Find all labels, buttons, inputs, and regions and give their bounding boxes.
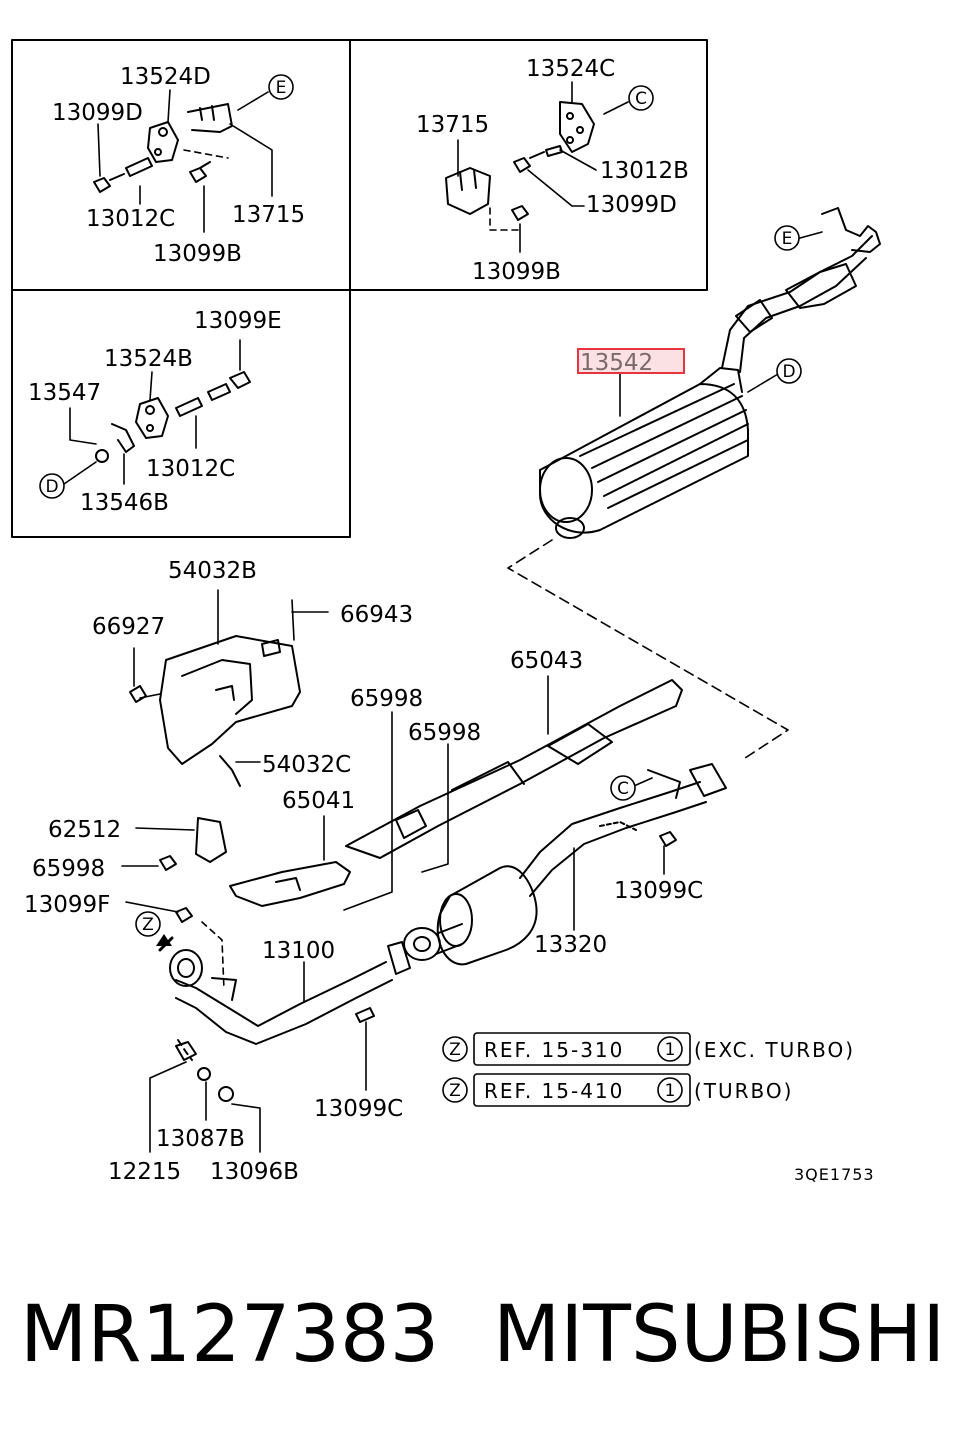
callout-d: D <box>782 362 795 382</box>
ref-boxes <box>473 1032 691 1107</box>
highlight-box <box>577 348 685 374</box>
part-label: 13099C <box>614 878 703 904</box>
part-label: 13715 <box>232 202 305 228</box>
part-label: 13100 <box>262 938 335 964</box>
muffler-leaders <box>507 231 823 761</box>
ref-text: REF. 15-410 <box>484 1079 624 1103</box>
callout-circle-z <box>135 911 161 937</box>
part-label: 66943 <box>340 602 413 628</box>
part-label: 13099E <box>194 308 282 334</box>
inset2-parts <box>445 101 595 221</box>
inset-panel-bottom-left <box>11 289 351 538</box>
part-label: 13715 <box>416 112 489 138</box>
part-label: 65998 <box>350 686 423 712</box>
inset1-parts <box>93 103 233 193</box>
part-label: 13546B <box>80 490 169 516</box>
part-label: 65043 <box>510 648 583 674</box>
ref-box-2 <box>473 1073 691 1107</box>
ref-note: (EXC. TURBO) <box>694 1038 855 1062</box>
part-label: 13547 <box>28 380 101 406</box>
callout-circle-e <box>774 225 800 251</box>
front-pipe-leaders <box>149 936 367 1153</box>
part-label: 13524C <box>526 56 615 82</box>
callout-circle-e <box>268 74 294 100</box>
inset3-parts <box>95 371 251 463</box>
inset3-leaders <box>63 339 241 485</box>
part-label: 13320 <box>534 932 607 958</box>
heat-shield-leaders <box>133 589 329 763</box>
inset2-leaders <box>457 81 629 253</box>
part-label: 13012C <box>146 456 235 482</box>
part-label: 13524D <box>120 64 211 90</box>
part-label: 66927 <box>92 614 165 640</box>
part-label: 13012B <box>600 158 689 184</box>
center-pipe <box>403 763 727 966</box>
rear-muffler <box>539 207 881 539</box>
callout-1: 1 <box>665 1040 676 1060</box>
callout-circle-d <box>39 473 65 499</box>
part-label: 13099B <box>153 241 242 267</box>
callout-z: Z <box>449 1040 461 1060</box>
part-label: 13099D <box>586 192 677 218</box>
part-label: 13099C <box>314 1096 403 1122</box>
callout-z: Z <box>142 915 154 935</box>
front-pipe <box>169 941 411 1102</box>
callout-circle-z <box>442 1077 468 1103</box>
ref-text: REF. 15-310 <box>484 1038 624 1062</box>
part-label: 65998 <box>408 720 481 746</box>
callout-c: C <box>617 779 629 799</box>
callout-d: D <box>45 477 58 497</box>
lower-shield-leaders <box>121 827 225 991</box>
callout-circle-1 <box>657 1036 683 1062</box>
callout-circles <box>39 74 802 1103</box>
diagram-code: 3QE1753 <box>794 1165 875 1184</box>
part-label: 13087B <box>156 1126 245 1152</box>
callout-letters: E C D D E C Z Z Z 1 1 <box>45 78 795 1101</box>
inset-panel-top-right <box>349 39 708 291</box>
exhaust-parts-diagram: E C D D E C Z Z Z 1 1 13524D 13099D 1301… <box>11 39 881 1185</box>
callout-circle-c <box>628 85 654 111</box>
part-label-highlighted: 13542 <box>580 350 653 376</box>
callout-c: C <box>635 89 647 109</box>
part-label: 65998 <box>32 856 105 882</box>
callout-e: E <box>276 78 287 98</box>
footer-caption: MR127383 MITSUBISHI <box>18 1290 948 1400</box>
callout-circle-1 <box>657 1077 683 1103</box>
callout-circle-c <box>610 775 636 801</box>
callout-circle-z <box>442 1036 468 1062</box>
part-label: 65041 <box>282 788 355 814</box>
part-number: MR127383 <box>20 1290 440 1380</box>
center-heat-shield <box>345 679 683 859</box>
part-label: 62512 <box>48 817 121 843</box>
part-label: 13099F <box>24 892 110 918</box>
callout-1: 1 <box>665 1081 676 1101</box>
part-label: 13524B <box>104 346 193 372</box>
arrow-icon <box>156 934 172 946</box>
part-label: 54032B <box>168 558 257 584</box>
ref-box-1 <box>473 1032 691 1066</box>
heat-shield-front <box>129 635 301 787</box>
brand-name: MITSUBISHI <box>493 1290 946 1380</box>
inset1-leaders <box>97 89 273 233</box>
diagram-svg: E C D D E C Z Z Z 1 1 13524D 13099D 1301… <box>11 39 881 1185</box>
part-label: 13096B <box>210 1159 299 1185</box>
part-label: 54032C <box>262 752 351 778</box>
callout-z: Z <box>449 1081 461 1101</box>
callout-circle-d <box>776 358 802 384</box>
ref-note: (TURBO) <box>694 1079 793 1103</box>
center-pipe-leaders <box>573 777 665 931</box>
center-shield-leaders <box>323 675 549 911</box>
part-label: 13099D <box>52 100 143 126</box>
part-label: 12215 <box>108 1159 181 1185</box>
callout-e: E <box>782 229 793 249</box>
part-labels: 13524D 13099D 13012C 13715 13099B 13524C… <box>24 56 703 1185</box>
part-label: 13012C <box>86 206 175 232</box>
lower-heat-shield <box>159 817 351 923</box>
part-label: 13099B <box>472 259 561 285</box>
